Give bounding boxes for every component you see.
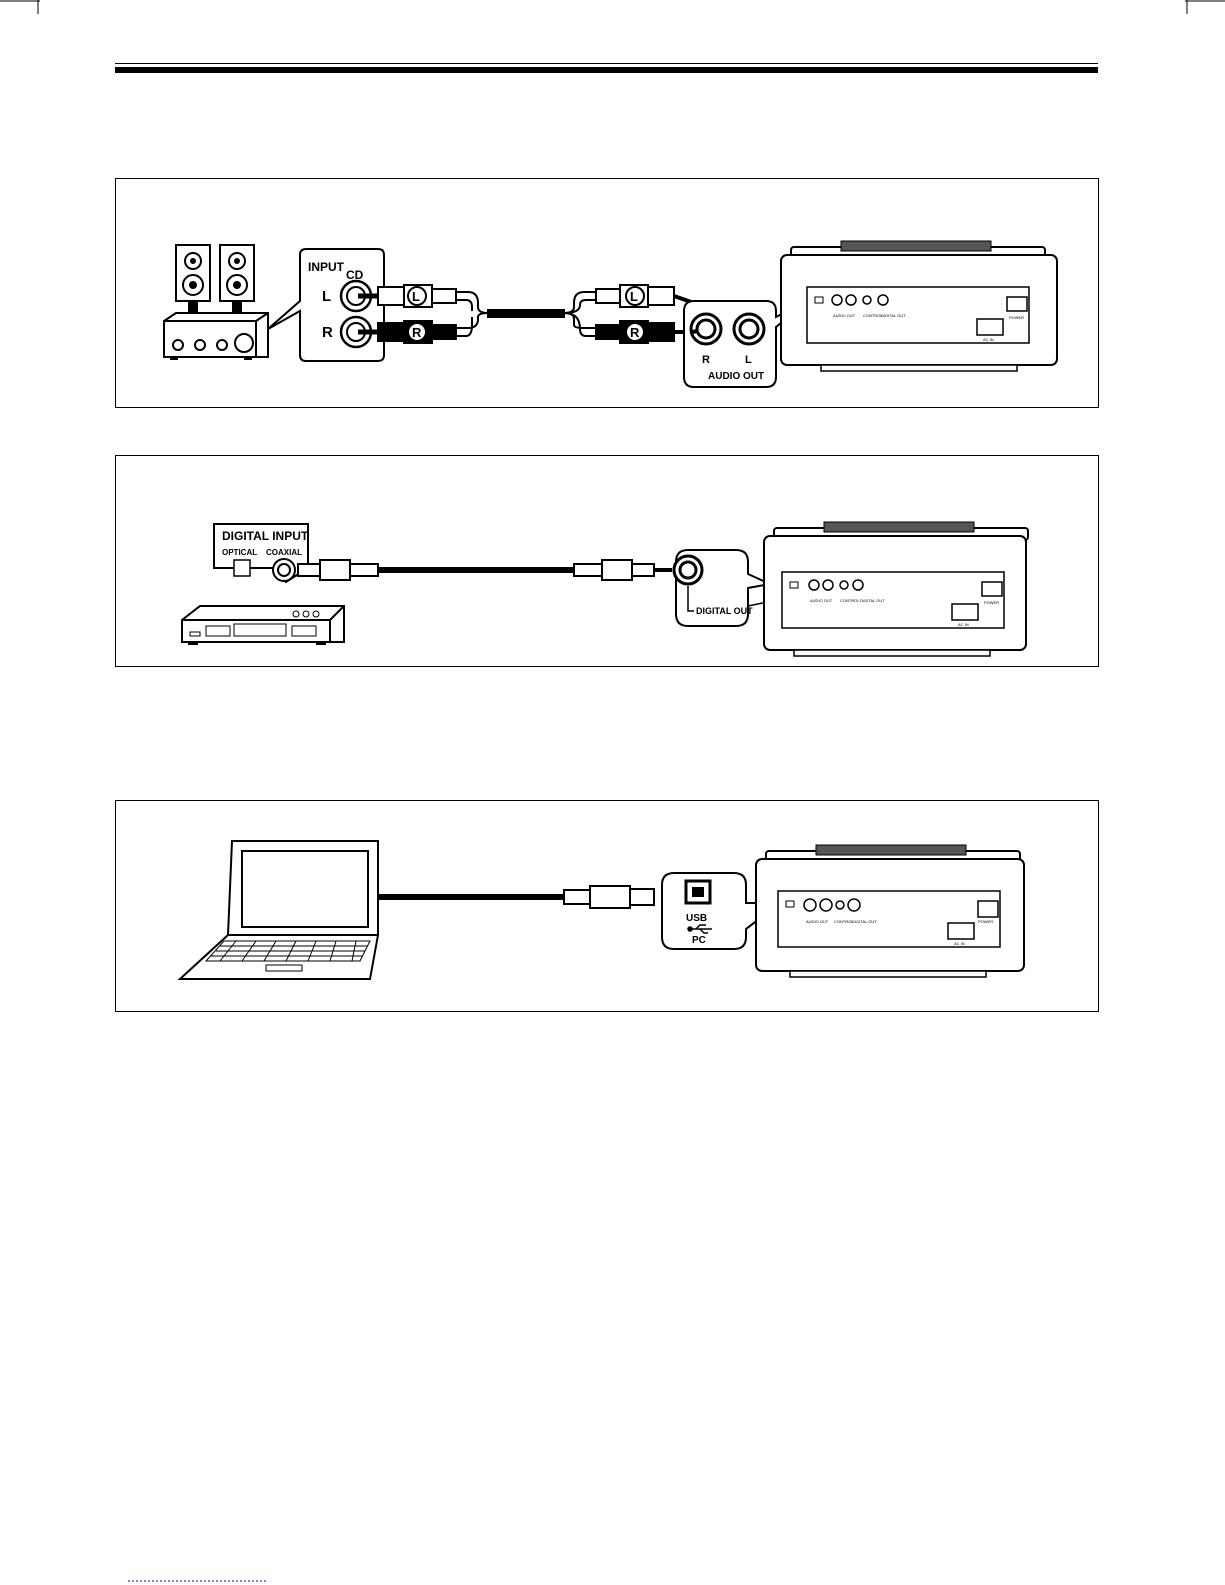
cd-recorder-icon [182, 606, 344, 645]
deck-digital-out-label: DIGITAL OUT [881, 313, 906, 318]
plug-left-label: L [630, 289, 638, 304]
cd-player-rear-icon: AUDIO OUT CONTROL DIGITAL OUT POWER AC I… [781, 241, 1057, 371]
rca-cable [456, 292, 596, 336]
plug-right-label: R [412, 325, 422, 340]
deck-digital-out-label: DIGITAL OUT [860, 598, 885, 603]
pc-label: PC [692, 935, 706, 946]
figure-digital-connection: DIGITAL INPUT OPTICAL COAXIAL DIGITAL OU… [115, 455, 1099, 667]
coaxial-plug-icon [298, 560, 654, 580]
deck-ac-in-label: AC IN [983, 337, 994, 342]
plug-left-label: L [412, 289, 420, 304]
input-left-label: L [322, 288, 331, 305]
figure-analog-connection: INPUT CD L R L R [115, 178, 1099, 408]
optical-label: OPTICAL [222, 548, 257, 557]
deck-audio-out-label: AUDIO OUT [833, 313, 856, 318]
cd-player-rear-icon: AUDIO OUT CONTROL DIGITAL OUT POWER AC I… [764, 522, 1028, 656]
amplifier-icon [164, 313, 268, 360]
audio-out-label: AUDIO OUT [708, 371, 764, 382]
deck-digital-out-label: DIGITAL OUT [852, 919, 877, 924]
deck-power-label: POWER [978, 919, 993, 924]
plug-right-label: R [630, 325, 640, 340]
header-rule [115, 63, 1098, 73]
audio-out-right-label: R [702, 354, 710, 366]
deck-ac-in-label: AC IN [958, 622, 969, 627]
input-right-label: R [322, 324, 333, 341]
usb-plug-icon [564, 886, 654, 908]
digital-out-label: DIGITAL OUT [696, 606, 753, 616]
deck-audio-out-label: AUDIO OUT [806, 919, 829, 924]
cd-player-rear-icon: AUDIO OUT CONTROL DIGITAL OUT POWER AC I… [756, 845, 1024, 977]
deck-audio-out-label: AUDIO OUT [810, 598, 833, 603]
speaker-icon [176, 245, 254, 315]
figure-usb-connection: USB PC AUDIO OUT CONTROL DIGITAL OUT POW… [115, 800, 1099, 1012]
deck-control-label: CONTROL [840, 598, 860, 603]
laptop-icon [180, 841, 378, 979]
deck-power-label: POWER [1009, 315, 1024, 320]
input-label: INPUT [308, 260, 345, 274]
usb-cable [378, 894, 564, 900]
deck-ac-in-label: AC IN [954, 941, 965, 946]
audio-out-left-label: L [745, 354, 752, 366]
coaxial-label: COAXIAL [266, 548, 302, 557]
optical-port-icon [234, 560, 250, 576]
digital-input-label: DIGITAL INPUT [222, 529, 309, 543]
usb-label: USB [686, 913, 707, 924]
deck-power-label: POWER [984, 600, 999, 605]
